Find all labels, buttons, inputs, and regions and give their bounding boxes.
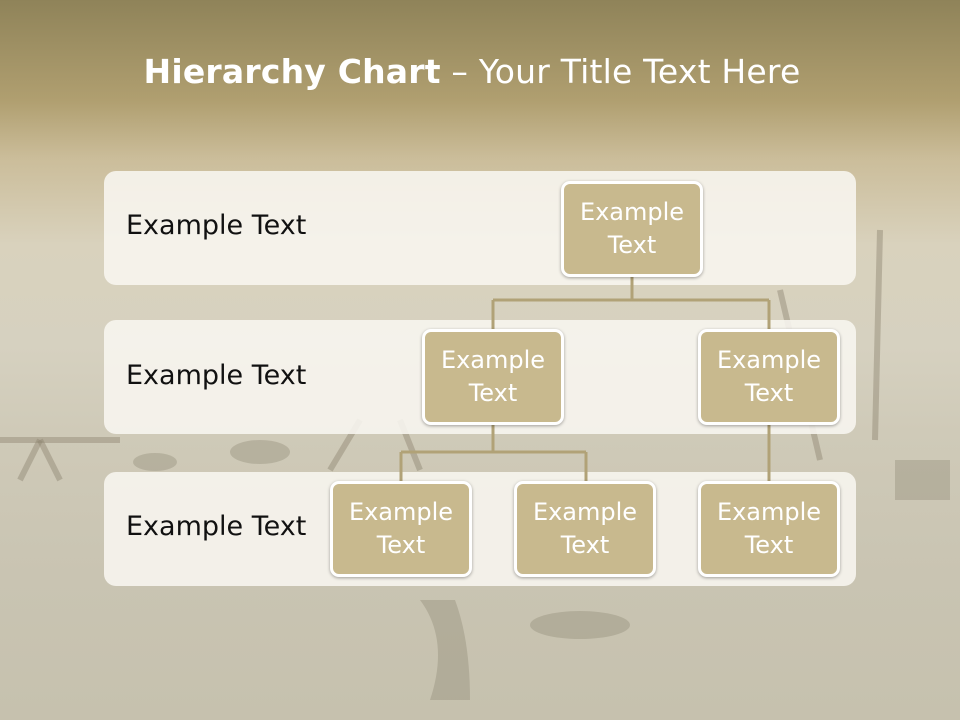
node-root[interactable]: Example Text <box>561 181 703 277</box>
node-level2-right[interactable]: Example Text <box>698 329 840 425</box>
level-1-label: Example Text <box>126 210 307 241</box>
node-text-line2: Text <box>560 531 610 559</box>
node-level3-a[interactable]: Example Text <box>330 481 472 577</box>
level-2-label: Example Text <box>126 360 307 391</box>
node-text-line1: Example <box>532 498 638 526</box>
node-text-line1: Example <box>716 498 822 526</box>
node-text-line2: Text <box>607 231 657 259</box>
slide-title: Hierarchy Chart – Your Title Text Here <box>0 52 944 91</box>
node-level2-left[interactable]: Example Text <box>422 329 564 425</box>
title-bold-part: Hierarchy Chart <box>143 52 441 91</box>
node-level3-b[interactable]: Example Text <box>514 481 656 577</box>
node-level3-c[interactable]: Example Text <box>698 481 840 577</box>
node-text-line2: Text <box>468 379 518 407</box>
node-text-line2: Text <box>744 531 794 559</box>
node-text-line2: Text <box>744 379 794 407</box>
node-text-line1: Example <box>716 346 822 374</box>
node-text-line1: Example <box>348 498 454 526</box>
node-text-line2: Text <box>376 531 426 559</box>
level-band-1 <box>104 171 856 285</box>
node-text-line1: Example <box>440 346 546 374</box>
title-rest-part: – Your Title Text Here <box>440 52 801 91</box>
node-text-line1: Example <box>579 198 685 226</box>
level-3-label: Example Text <box>126 511 307 542</box>
